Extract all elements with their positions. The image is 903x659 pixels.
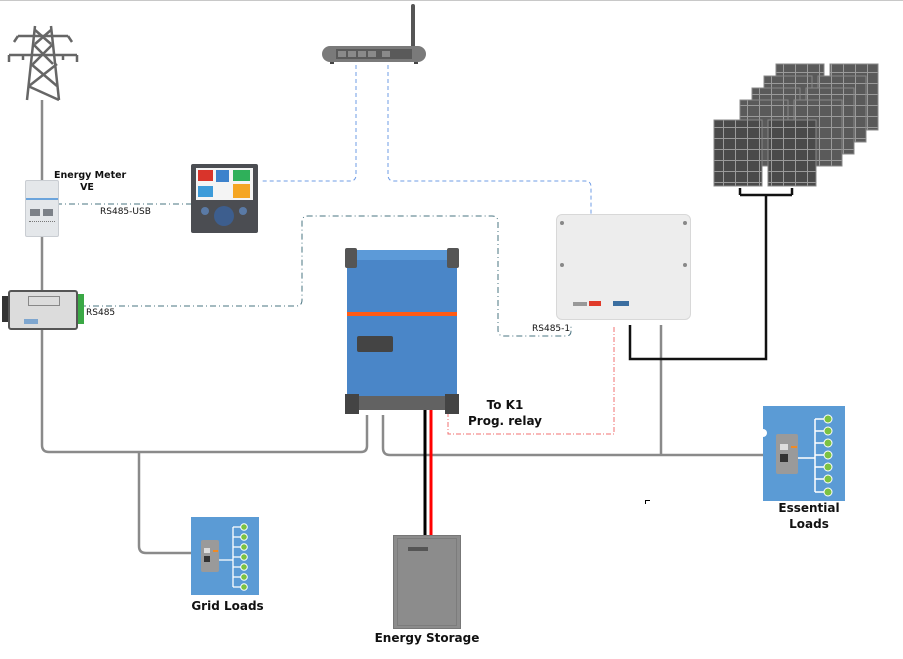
- router-icon: [322, 4, 426, 64]
- essential-loads-label-line1: Essential: [778, 501, 840, 515]
- relay-label-line2: Prog. relay: [467, 414, 542, 428]
- solar-inverter-icon: [556, 214, 691, 320]
- ac-wire-grid-trunk: [40, 100, 369, 454]
- energy-meter-icon: [25, 180, 59, 237]
- energy-meter-label: Energy Meter VE: [54, 170, 127, 194]
- essential-loads-label: Essential Loads: [764, 500, 854, 532]
- essential-loads-label-line2: Loads: [789, 517, 829, 531]
- ethernet-wire-gx: [262, 65, 357, 182]
- energy-storage-label: Energy Storage: [374, 631, 480, 645]
- relay-label-line1: To K1: [486, 398, 524, 412]
- top-border: [0, 0, 903, 1]
- inverter-charger-icon: [345, 248, 459, 414]
- energy-meter-label-line2: VE: [80, 182, 94, 193]
- rs485-usb-label: RS485-USB: [100, 207, 151, 217]
- ac-wire-grid-loads: [137, 452, 192, 555]
- power-pylon-icon: [7, 25, 79, 102]
- ethernet-wire-inverter: [387, 65, 592, 214]
- energy-meter-label-line1: Energy Meter: [54, 170, 127, 181]
- distribution-board-icon: [191, 517, 259, 595]
- ac-wire-ac-out: [381, 415, 764, 457]
- relay-wire: [447, 325, 615, 435]
- corner-mark: [645, 500, 650, 504]
- solar-panels-icon: [713, 63, 879, 187]
- modbus-meter-icon: [2, 290, 84, 330]
- distribution-board-icon: [763, 406, 845, 501]
- rs485-label: RS485: [86, 308, 116, 318]
- battery-cabinet-icon: [393, 535, 461, 629]
- gx-touch-display-icon: [191, 164, 258, 233]
- pv-dc-wire: [628, 188, 794, 361]
- rs485-1-label: RS485-1: [532, 324, 571, 334]
- rs485-wire: [80, 215, 572, 337]
- grid-loads-label: Grid Loads: [191, 599, 264, 613]
- relay-label: To K1 Prog. relay: [460, 397, 550, 429]
